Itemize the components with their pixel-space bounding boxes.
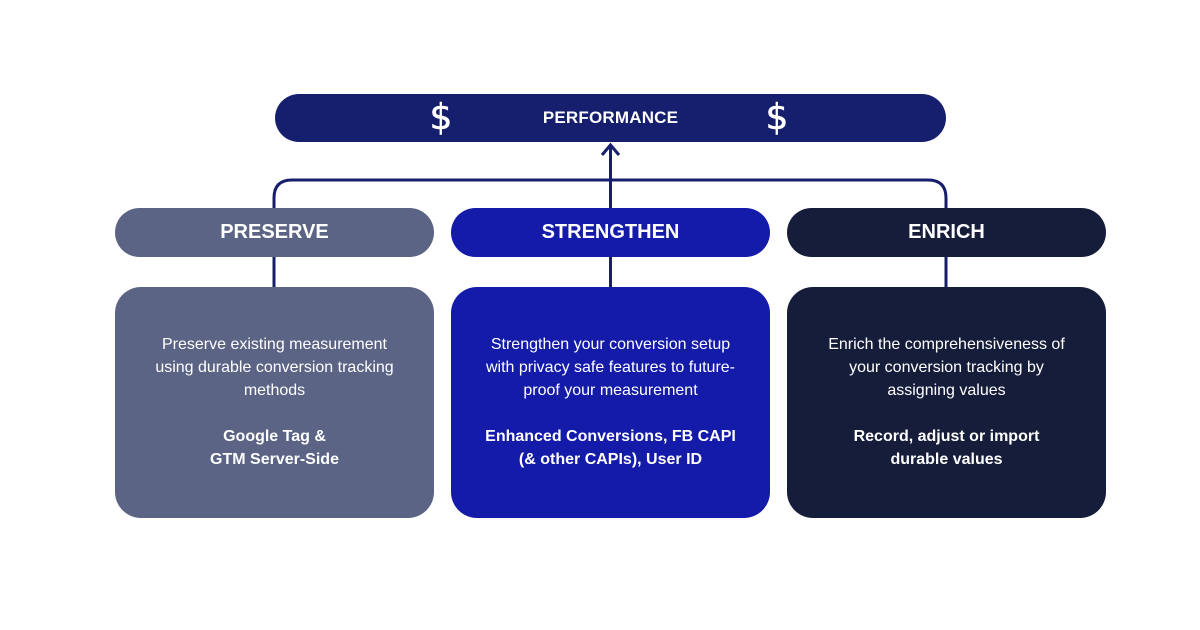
- pillar-description: Preserve existing measurement using dura…: [155, 336, 394, 399]
- pillar-description: Strengthen your conversion setup with pr…: [486, 336, 735, 399]
- pillar-description: Enrich the comprehensiveness of your con…: [828, 336, 1065, 399]
- performance-title: PERFORMANCE: [542, 108, 679, 127]
- pillar-tools-line: durable values: [890, 451, 1003, 468]
- pillar-tools: Enhanced Conversions, FB CAPI (& other C…: [479, 425, 742, 471]
- pillar-tools-line: Record, adjust or import: [853, 428, 1040, 445]
- pillar-heading-preserve: PRESERVE: [115, 208, 434, 257]
- pillar-tools-line: Google Tag &: [223, 428, 326, 445]
- pillar-tools: Google Tag & GTM Server-Side: [143, 425, 406, 471]
- pillar-card-preserve: Preserve existing measurement using dura…: [115, 287, 434, 518]
- pillar-tools-line: GTM Server-Side: [210, 451, 339, 468]
- pillar-tools-line: Enhanced Conversions, FB CAPI: [485, 428, 736, 445]
- pillar-tools-line: (& other CAPIs), User ID: [518, 451, 703, 468]
- dollar-icon: $: [765, 97, 789, 138]
- arrow-head: [600, 142, 621, 156]
- pillar-card-strengthen: Strengthen your conversion setup with pr…: [451, 287, 770, 518]
- pillar-tools: Record, adjust or import durable values: [815, 425, 1078, 471]
- pillar-heading-enrich: ENRICH: [787, 208, 1106, 257]
- performance-bar: $ PERFORMANCE $: [275, 94, 946, 142]
- dollar-icon: $: [429, 97, 453, 138]
- pillar-card-enrich: Enrich the comprehensiveness of your con…: [787, 287, 1106, 518]
- pillar-heading-strengthen: STRENGTHEN: [451, 208, 770, 257]
